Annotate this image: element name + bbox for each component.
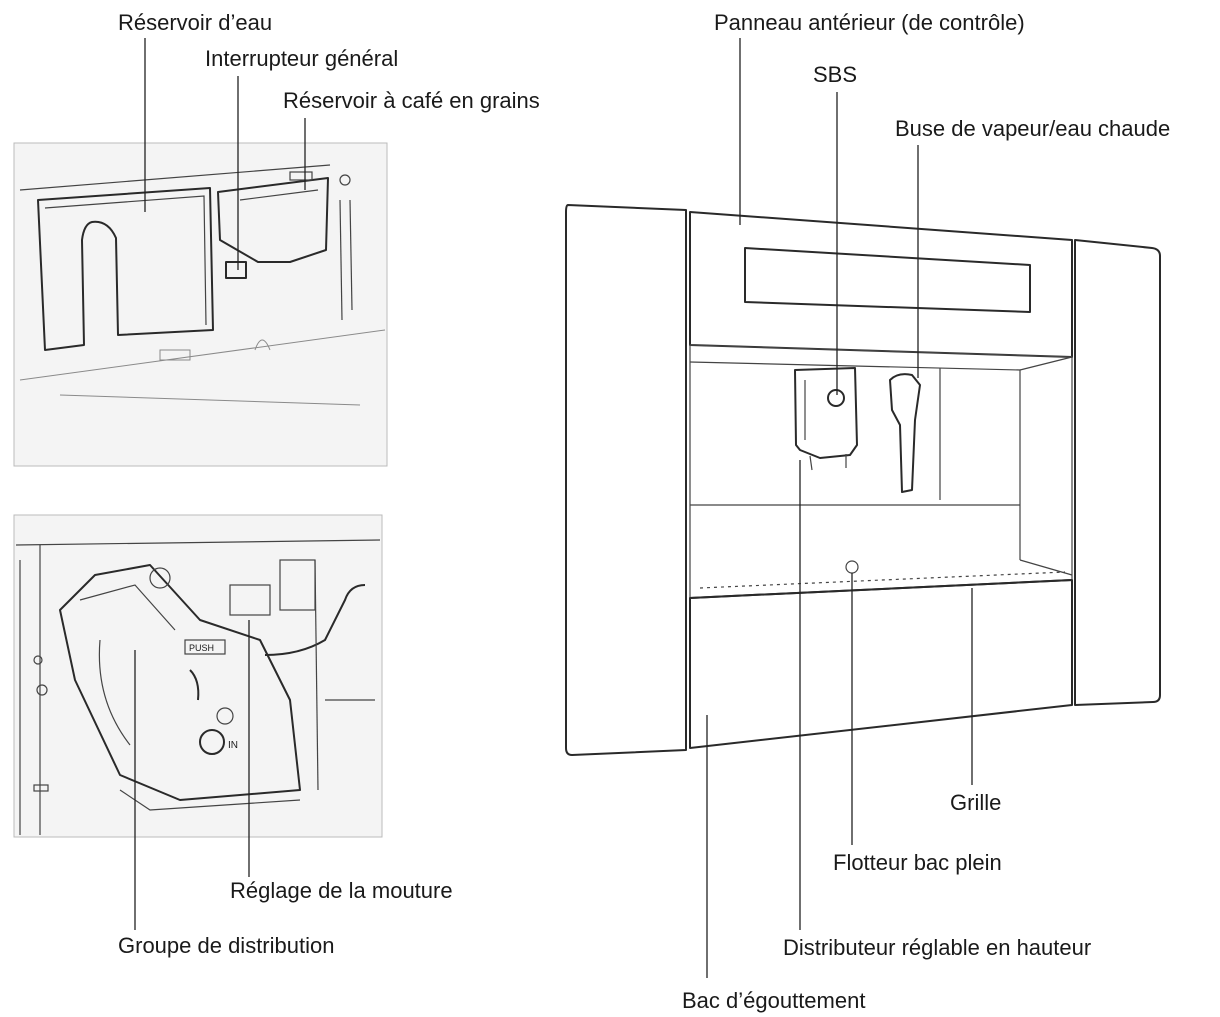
side-rail-1	[339, 199, 343, 321]
label-flotteur: Flotteur bac plein	[833, 850, 1002, 875]
hopper-tag	[289, 171, 313, 181]
wall-screw-2	[36, 684, 48, 696]
sbs-knob	[827, 389, 845, 407]
base-plate	[119, 789, 301, 811]
label-reservoir-cafe: Réservoir à café en grains	[283, 88, 540, 113]
drip-tray	[689, 579, 1073, 749]
labels: Réservoir d’eau Interrupteur général Rés…	[118, 10, 1170, 1013]
label-panneau-anterieur: Panneau antérieur (de contrôle)	[714, 10, 1025, 35]
control-panel	[689, 211, 1073, 358]
push-text: PUSH	[189, 643, 214, 653]
float-indicator	[845, 560, 859, 574]
right-frame	[314, 559, 319, 791]
label-groupe-distribution: Groupe de distribution	[118, 933, 334, 958]
brewing-top-knob	[149, 567, 171, 589]
piston-hole	[216, 707, 234, 725]
label-buse-vapeur: Buse de vapeur/eau chaude	[895, 116, 1170, 141]
dispensing-corner-bottom	[1019, 559, 1073, 576]
label-reservoir-eau: Réservoir d’eau	[118, 10, 272, 35]
lever	[189, 669, 200, 701]
motor-block	[229, 584, 271, 616]
grind-knob	[199, 729, 225, 755]
control-display	[744, 247, 1031, 313]
right-side-panel	[1074, 239, 1161, 706]
wall-screw-1	[33, 655, 43, 665]
brewing-group-body	[59, 564, 301, 801]
lower-part-2	[254, 339, 271, 351]
label-interrupteur-general: Interrupteur général	[205, 46, 398, 71]
water-tank-shape	[37, 187, 214, 351]
floor-line	[59, 394, 361, 406]
lower-part-1	[159, 349, 191, 361]
label-distributeur: Distributeur réglable en hauteur	[783, 935, 1091, 960]
bottom-left-frame	[13, 514, 383, 838]
top-edge	[15, 539, 381, 546]
side-rail-2	[349, 199, 353, 311]
top-left-frame	[13, 142, 388, 467]
push-tag	[184, 639, 226, 655]
back-edge	[19, 164, 331, 191]
floor-edge	[19, 329, 386, 381]
dispensing-corner-top	[1019, 356, 1073, 371]
bottom-left-illustration: PUSH IN	[13, 514, 383, 838]
main-switch-shape	[225, 261, 247, 279]
dispenser-spouts	[809, 454, 847, 471]
wall-clip	[33, 784, 49, 792]
dispensing-area	[689, 344, 1073, 599]
top-left-illustration	[13, 142, 388, 467]
brewing-group-top	[79, 584, 176, 631]
label-grille: Grille	[950, 790, 1001, 815]
in-text: IN	[228, 740, 238, 751]
water-tank-inner	[44, 195, 207, 326]
brewing-group-curve	[98, 639, 131, 746]
steam-nozzle	[889, 373, 921, 493]
machine-front-illustration	[565, 204, 1161, 756]
bean-hopper-rim	[239, 189, 319, 201]
label-sbs: SBS	[813, 62, 857, 87]
left-side-panel	[565, 204, 687, 756]
side-screw	[339, 174, 351, 186]
label-reglage-mouture: Réglage de la mouture	[230, 878, 453, 903]
coffee-dispenser	[794, 367, 858, 459]
label-bac-egouttement: Bac d’égouttement	[682, 988, 865, 1013]
water-pipe	[264, 584, 366, 656]
bean-hopper-shape	[217, 177, 329, 263]
grille-dots	[699, 571, 1066, 589]
leader-lines	[134, 38, 973, 978]
